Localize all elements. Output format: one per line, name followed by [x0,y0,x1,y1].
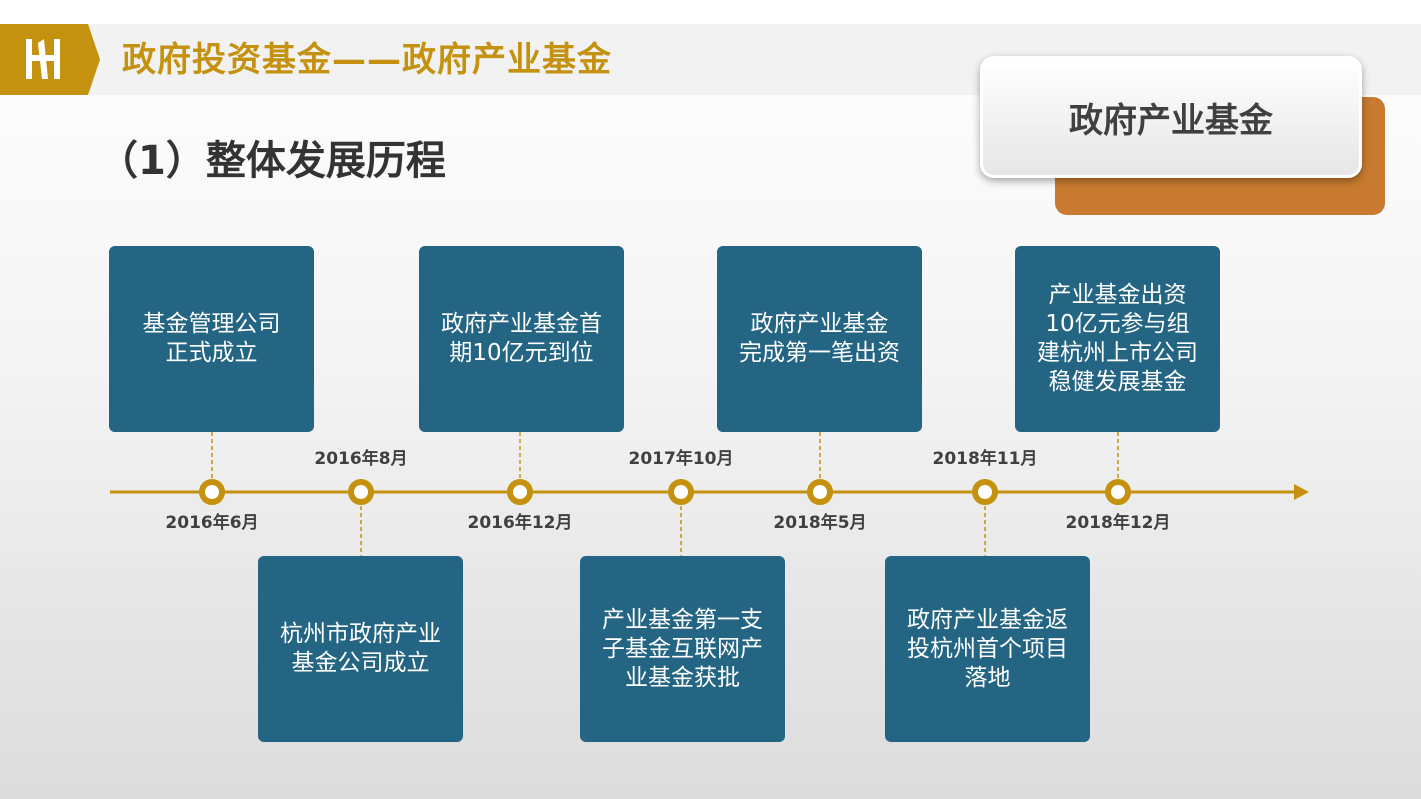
timeline-event-box: 基金管理公司 正式成立 [109,246,314,432]
timeline-arrow-icon [1294,484,1309,500]
timeline-event-text: 基金管理公司 正式成立 [142,311,281,366]
timeline-node [348,479,374,505]
timeline-date-label: 2018年11月 [932,449,1038,469]
timeline-node [807,479,833,505]
timeline-date-label: 2016年12月 [467,513,573,533]
timeline-node [1105,479,1131,505]
timeline-node [199,479,225,505]
timeline-event-box: 杭州市政府产业 基金公司成立 [258,556,463,742]
timeline-event-box: 政府产业基金 完成第一笔出资 [717,246,922,432]
timeline-date-label: 2016年8月 [314,449,408,469]
badge-label: 政府产业基金 [1069,100,1273,141]
timeline-node [668,479,694,505]
top-strip [0,0,1421,24]
timeline-node [972,479,998,505]
timeline-date-label: 2017年10月 [628,449,734,469]
timeline-date-label: 2018年5月 [773,513,867,533]
section-title: （1）整体发展历程 [98,138,446,184]
timeline-event-text: 政府产业基金首 期10亿元到位 [441,311,602,366]
timeline-event-box: 政府产业基金返 投杭州首个项目 落地 [885,556,1090,742]
timeline-event-text: 产业基金第一支 子基金互联网产 业基金获批 [602,606,763,691]
header-title: 政府投资基金——政府产业基金 [122,40,612,80]
timeline-date-label: 2016年6月 [165,513,259,533]
timeline-event-box: 产业基金出资 10亿元参与组 建杭州上市公司 稳健发展基金 [1015,246,1220,432]
timeline-date-label: 2018年12月 [1065,513,1171,533]
timeline-event-box: 产业基金第一支 子基金互联网产 业基金获批 [580,556,785,742]
timeline-nodes [199,479,1131,505]
logo-icon [26,39,60,79]
timeline-event-text: 政府产业基金返 投杭州首个项目 落地 [907,606,1068,691]
badge: 政府产业基金 [980,56,1362,178]
timeline-event-text: 政府产业基金 完成第一笔出资 [739,311,900,366]
timeline-event-box: 政府产业基金首 期10亿元到位 [419,246,624,432]
timeline-event-text: 产业基金出资 10亿元参与组 建杭州上市公司 稳健发展基金 [1037,282,1198,395]
timeline-event-text: 杭州市政府产业 基金公司成立 [280,621,441,676]
timeline-node [507,479,533,505]
